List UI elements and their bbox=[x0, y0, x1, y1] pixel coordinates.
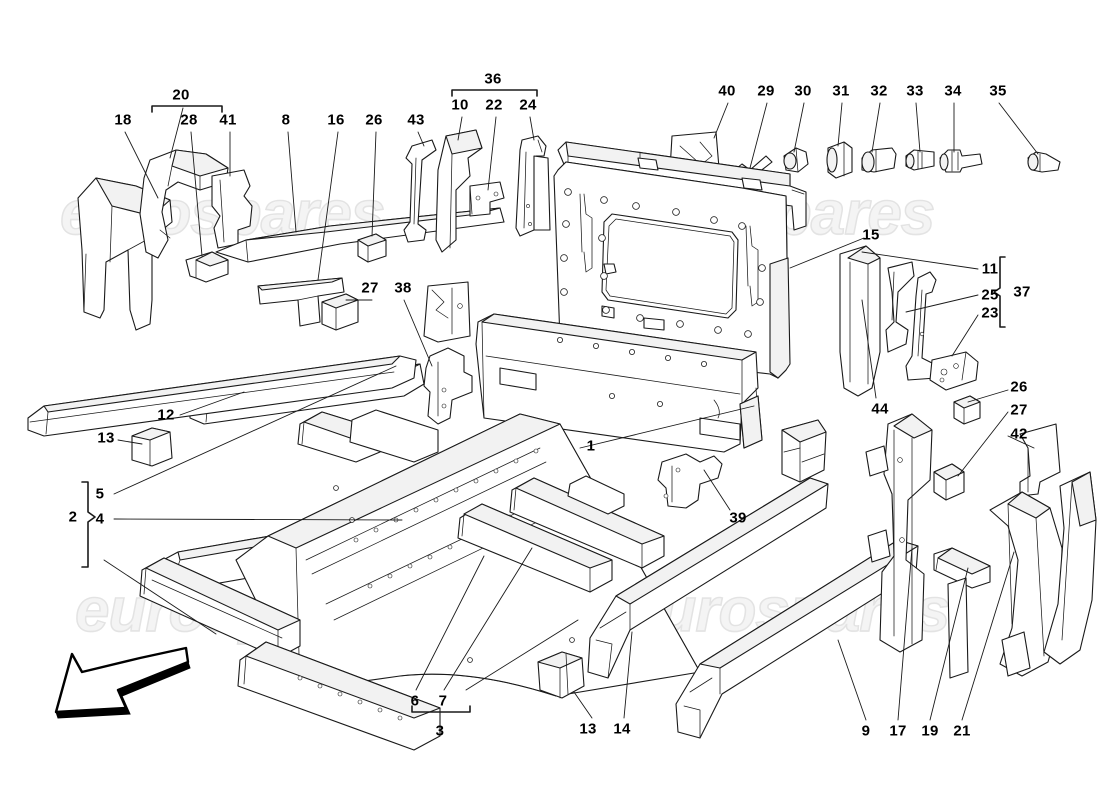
part-19-pillar-support-strut bbox=[933, 547, 991, 679]
part-number-label: 9 bbox=[861, 722, 871, 740]
part-number-label: 27 bbox=[361, 279, 379, 297]
part-1-main-sill-rail bbox=[475, 313, 759, 453]
part-number-label: 37 bbox=[1013, 283, 1031, 301]
part-24-rear-pillar-triangular bbox=[515, 135, 551, 237]
part-floor-lower-rail bbox=[237, 641, 441, 751]
part-28-a-pillar-upper-bracket bbox=[185, 251, 229, 283]
part-number-label: 11 bbox=[981, 260, 999, 278]
part-31-spacer-bush bbox=[826, 141, 853, 179]
part-number-label: 25 bbox=[981, 286, 999, 304]
part-wheel-arch-outer-right bbox=[1043, 471, 1097, 665]
part-38-companion-housing bbox=[423, 281, 471, 343]
part-number-label: 26 bbox=[365, 111, 383, 129]
part-number-label: 5 bbox=[95, 485, 105, 503]
part-number-label: 19 bbox=[921, 722, 939, 740]
part-6-floor-crossmember-front bbox=[457, 503, 613, 593]
part-27-cubic-block-right bbox=[933, 463, 965, 501]
part-33-short-bolt bbox=[905, 149, 935, 171]
part-number-label: 20 bbox=[172, 86, 190, 104]
part-number-label: 4 bbox=[95, 510, 105, 528]
part-number-label: 16 bbox=[327, 111, 345, 129]
part-3-longitudinal-rail bbox=[297, 409, 439, 463]
part-34-stepped-bolt bbox=[939, 149, 983, 173]
part-16-t-reinforcement bbox=[257, 277, 345, 327]
part-number-label: 31 bbox=[832, 82, 850, 100]
part-number-label: 35 bbox=[989, 82, 1007, 100]
part-7-floor-crossmember-rear bbox=[509, 475, 665, 569]
part-number-label: 12 bbox=[157, 406, 175, 424]
part-32-shouldered-bolt bbox=[861, 147, 897, 173]
part-26-spacer-block-left bbox=[357, 233, 387, 263]
part-number-label: 36 bbox=[484, 70, 502, 88]
part-30-flanged-nut bbox=[783, 147, 809, 173]
part-number-label: 26 bbox=[1010, 378, 1028, 396]
part-10-rear-quarter-inner bbox=[435, 129, 483, 253]
direction-arrow-shape bbox=[54, 646, 191, 719]
part-corner-gusset-right bbox=[781, 419, 827, 483]
part-number-label: 34 bbox=[944, 82, 962, 100]
part-number-label: 10 bbox=[451, 96, 469, 114]
part-17-b-pillar-inner-right bbox=[865, 413, 933, 653]
part-number-label: 29 bbox=[757, 82, 775, 100]
part-20-a-pillar-bracket bbox=[139, 149, 229, 259]
part-44-b-pillar-outer-skin-left bbox=[839, 245, 881, 397]
part-number-label: 6 bbox=[410, 692, 420, 710]
leader-lines bbox=[103, 102, 1039, 721]
part-number-label: 22 bbox=[485, 96, 503, 114]
part-number-label: 2 bbox=[68, 508, 78, 526]
part-number-label: 44 bbox=[871, 400, 889, 418]
part-number-label: 3 bbox=[435, 722, 445, 740]
part-number-label: 40 bbox=[718, 82, 736, 100]
part-number-label: 14 bbox=[613, 720, 631, 738]
part-number-label: 43 bbox=[407, 111, 425, 129]
part-1-rail-tail bbox=[739, 395, 763, 449]
part-number-label: 23 bbox=[981, 304, 999, 322]
part-23-hinge-reinforcement-plate bbox=[929, 351, 979, 391]
part-number-label: 30 bbox=[794, 82, 812, 100]
part-5-outer-sill-panel bbox=[27, 355, 417, 437]
part-number-label: 13 bbox=[97, 429, 115, 447]
part-26-spacer-block-right bbox=[953, 395, 981, 425]
grouping-brackets bbox=[81, 89, 1006, 713]
part-number-label: 1 bbox=[586, 437, 596, 455]
part-38-seat-belt-anchor-bracket bbox=[423, 347, 473, 425]
part-27-cubic-block-left bbox=[321, 293, 359, 331]
part-number-label: 8 bbox=[281, 111, 291, 129]
part-number-label: 17 bbox=[889, 722, 907, 740]
part-number-label: 24 bbox=[519, 96, 537, 114]
part-21-wheel-arch-inner-right bbox=[989, 491, 1063, 677]
part-number-label: 21 bbox=[953, 722, 971, 740]
part-2-sill-end-cap bbox=[139, 557, 301, 659]
part-13-end-cap-bottom bbox=[537, 651, 585, 699]
part-14-lower-sill-extension bbox=[587, 477, 829, 679]
part-43-angled-hook-bracket bbox=[403, 139, 437, 243]
part-number-label: 32 bbox=[870, 82, 888, 100]
part-11-b-pillar-outer-right bbox=[885, 261, 915, 353]
part-41-filler-plate bbox=[211, 169, 253, 249]
part-number-label: 39 bbox=[729, 509, 747, 527]
part-number-label: 42 bbox=[1010, 425, 1028, 443]
part-number-label: 18 bbox=[114, 111, 132, 129]
part-number-label: 28 bbox=[180, 111, 198, 129]
part-15-rear-bulkhead-panel bbox=[553, 161, 791, 379]
part-39-floor-bracket bbox=[657, 453, 723, 509]
part-number-label: 41 bbox=[219, 111, 237, 129]
part-number-label: 33 bbox=[906, 82, 924, 100]
part-42-rear-quarter-filler-plate bbox=[1019, 423, 1061, 497]
part-35-hex-flange-bolt bbox=[1027, 151, 1061, 173]
part-13-end-cap-left bbox=[131, 427, 173, 467]
part-number-label: 15 bbox=[862, 226, 880, 244]
part-number-label: 7 bbox=[438, 692, 448, 710]
part-number-label: 38 bbox=[394, 279, 412, 297]
part-number-label: 13 bbox=[579, 720, 597, 738]
part-number-label: 27 bbox=[1010, 401, 1028, 419]
part-22-gusset-plate bbox=[469, 181, 505, 217]
